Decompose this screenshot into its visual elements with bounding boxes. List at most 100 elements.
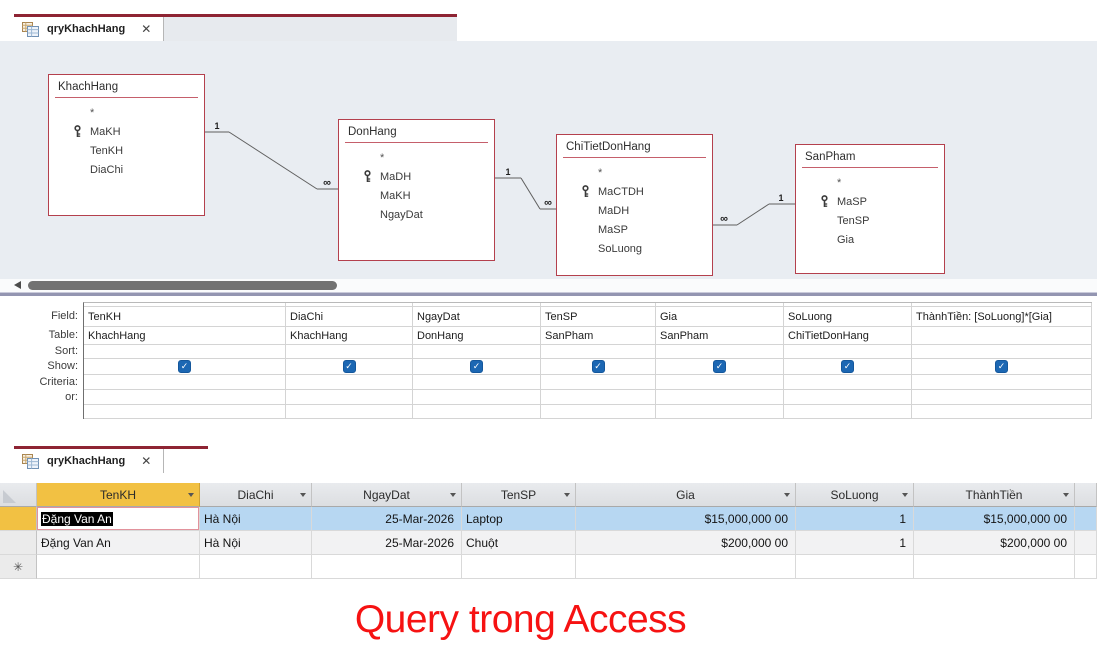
grid-cell[interactable] <box>912 345 1092 359</box>
field-TenSP[interactable]: TenSP <box>796 211 944 230</box>
grid-field-cell[interactable]: DiaChi <box>286 307 413 327</box>
cell[interactable]: $200,000 00 <box>576 531 796 555</box>
design-horizontal-scrollbar[interactable] <box>0 279 1097 292</box>
field-SoLuong[interactable]: SoLuong <box>557 239 712 258</box>
grid-cell[interactable] <box>656 345 784 359</box>
column-header-TenKH[interactable]: TenKH <box>37 483 200 507</box>
grid-cell[interactable] <box>286 405 413 419</box>
cell[interactable]: Hà Nội <box>200 531 312 555</box>
grid-table-cell[interactable]: SanPham <box>541 327 656 345</box>
field-MaCTDH[interactable]: MaCTDH <box>557 182 712 201</box>
design-tab[interactable]: qryKhachHang ✕ <box>14 17 164 41</box>
grid-criteria-cell[interactable] <box>84 390 286 405</box>
filter-dropdown-icon[interactable] <box>188 493 194 497</box>
row-selector[interactable] <box>0 507 37 531</box>
cell[interactable]: 25-Mar-2026 <box>312 507 462 531</box>
row-selector[interactable] <box>0 531 37 555</box>
grid-cell[interactable] <box>413 405 541 419</box>
grid-cell[interactable] <box>784 303 912 307</box>
grid-field-cell[interactable]: TenKH <box>84 307 286 327</box>
filter-dropdown-icon[interactable] <box>300 493 306 497</box>
datasheet-tab-close-icon[interactable]: ✕ <box>141 454 152 468</box>
empty-cell[interactable] <box>312 555 462 579</box>
datasheet-tab[interactable]: qryKhachHang ✕ <box>14 449 164 473</box>
grid-sort-cell[interactable] <box>413 375 541 390</box>
grid-field-cell[interactable]: TenSP <box>541 307 656 327</box>
column-header-DiaChi[interactable]: DiaChi <box>200 483 312 507</box>
cell[interactable]: Chuột <box>462 531 576 555</box>
field-MaDH[interactable]: MaDH <box>339 167 494 186</box>
grid-table-cell[interactable]: KhachHang <box>84 327 286 345</box>
filter-dropdown-icon[interactable] <box>564 493 570 497</box>
grid-show-cell[interactable]: ✓ <box>286 359 413 375</box>
column-header-NgayDat[interactable]: NgayDat <box>312 483 462 507</box>
grid-cell[interactable] <box>656 303 784 307</box>
grid-field-cell[interactable]: NgayDat <box>413 307 541 327</box>
cell[interactable]: 1 <box>796 531 914 555</box>
column-header-TenSP[interactable]: TenSP <box>462 483 576 507</box>
empty-cell[interactable] <box>914 555 1075 579</box>
grid-cell[interactable] <box>541 303 656 307</box>
empty-cell[interactable] <box>37 555 200 579</box>
column-header-SoLuong[interactable]: SoLuong <box>796 483 914 507</box>
grid-criteria-cell[interactable] <box>656 390 784 405</box>
field-TenKH[interactable]: TenKH <box>49 141 204 160</box>
grid-cell[interactable] <box>912 303 1092 307</box>
grid-table-cell[interactable]: KhachHang <box>286 327 413 345</box>
field-MaDH[interactable]: MaDH <box>557 201 712 220</box>
field-NgayDat[interactable]: NgayDat <box>339 205 494 224</box>
empty-cell[interactable] <box>462 555 576 579</box>
grid-show-cell[interactable]: ✓ <box>541 359 656 375</box>
grid-cell[interactable] <box>84 345 286 359</box>
show-checkbox[interactable]: ✓ <box>178 360 191 373</box>
field-*[interactable]: * <box>49 103 204 122</box>
grid-criteria-cell[interactable] <box>541 390 656 405</box>
grid-cell[interactable] <box>541 405 656 419</box>
grid-cell[interactable] <box>541 345 656 359</box>
pane-divider[interactable] <box>0 292 1097 296</box>
filter-dropdown-icon[interactable] <box>784 493 790 497</box>
cell[interactable]: Laptop <box>462 507 576 531</box>
field-MaKH[interactable]: MaKH <box>339 186 494 205</box>
show-checkbox[interactable]: ✓ <box>470 360 483 373</box>
field-*[interactable]: * <box>557 163 712 182</box>
grid-table-cell[interactable]: SanPham <box>656 327 784 345</box>
grid-show-cell[interactable]: ✓ <box>912 359 1092 375</box>
grid-cell[interactable] <box>413 303 541 307</box>
cell[interactable]: 25-Mar-2026 <box>312 531 462 555</box>
grid-field-cell[interactable]: ThànhTiền: [SoLuong]*[Gia] <box>912 307 1092 327</box>
grid-sort-cell[interactable] <box>656 375 784 390</box>
column-header-Gia[interactable]: Gia <box>576 483 796 507</box>
field-Gia[interactable]: Gia <box>796 230 944 249</box>
show-checkbox[interactable]: ✓ <box>995 360 1008 373</box>
show-checkbox[interactable]: ✓ <box>342 360 356 373</box>
empty-cell[interactable] <box>200 555 312 579</box>
scroll-left-arrow-icon[interactable] <box>14 281 21 289</box>
show-checkbox[interactable]: ✓ <box>841 360 854 373</box>
grid-cell[interactable] <box>413 345 541 359</box>
grid-table-cell[interactable]: DonHang <box>413 327 541 345</box>
show-checkbox[interactable]: ✓ <box>713 360 726 373</box>
show-checkbox[interactable]: ✓ <box>591 360 605 373</box>
filter-dropdown-icon[interactable] <box>1063 493 1069 497</box>
design-tab-close-icon[interactable]: ✕ <box>141 22 152 36</box>
grid-sort-cell[interactable] <box>912 375 1092 390</box>
grid-table-cell[interactable] <box>912 327 1092 345</box>
grid-cell[interactable] <box>912 405 1092 419</box>
grid-sort-cell[interactable] <box>286 375 413 390</box>
grid-table-cell[interactable]: ChiTietDonHang <box>784 327 912 345</box>
field-MaSP[interactable]: MaSP <box>796 192 944 211</box>
field-DiaChi[interactable]: DiaChi <box>49 160 204 179</box>
filter-dropdown-icon[interactable] <box>450 493 456 497</box>
cell[interactable]: Đặng Van An <box>37 507 200 531</box>
field-*[interactable]: * <box>339 148 494 167</box>
select-all-corner[interactable] <box>0 483 37 507</box>
grid-cell[interactable] <box>84 405 286 419</box>
grid-sort-cell[interactable] <box>541 375 656 390</box>
grid-criteria-cell[interactable] <box>912 390 1092 405</box>
empty-cell[interactable] <box>796 555 914 579</box>
